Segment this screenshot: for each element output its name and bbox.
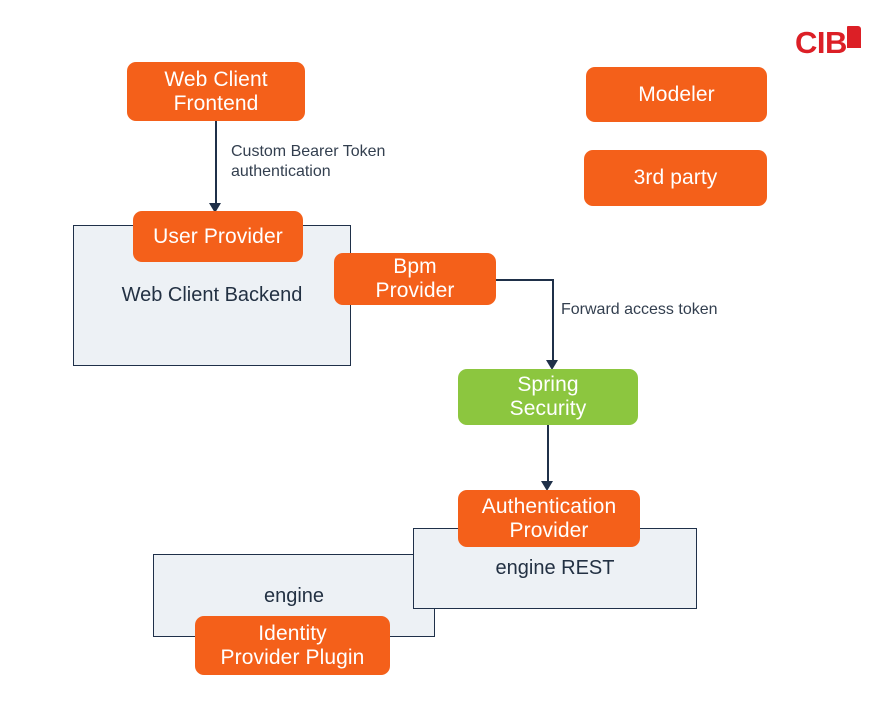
container-web-client-backend-label: Web Client Backend <box>121 284 303 306</box>
container-engine-label: engine <box>263 585 325 607</box>
edge-bpm-to-spring-vertical <box>552 279 554 364</box>
edge-frontend-to-user-provider <box>215 121 217 205</box>
node-authentication-provider[interactable]: Authentication Provider <box>458 490 640 547</box>
cib-logo-text: CIB <box>795 25 847 60</box>
node-identity-provider-plugin-label: Identity Provider Plugin <box>220 621 365 669</box>
node-web-client-frontend[interactable]: Web Client Frontend <box>127 62 305 121</box>
arrowhead-frontend-to-user-provider <box>209 203 221 213</box>
node-authentication-provider-label: Authentication Provider <box>481 494 617 542</box>
node-web-client-frontend-label: Web Client Frontend <box>164 67 268 115</box>
node-third-party-label: 3rd party <box>633 166 718 190</box>
node-modeler[interactable]: Modeler <box>586 67 767 122</box>
cib-logo-flag-icon <box>847 26 861 48</box>
node-identity-provider-plugin[interactable]: Identity Provider Plugin <box>195 616 390 675</box>
edge-label-custom-bearer-token: Custom Bearer Token authentication <box>231 143 386 181</box>
node-spring-security[interactable]: Spring Security <box>458 369 638 425</box>
arrowhead-spring-to-auth-provider <box>541 481 553 491</box>
node-spring-security-label: Spring Security <box>509 373 587 420</box>
node-bpm-provider[interactable]: Bpm Provider <box>334 253 496 305</box>
node-bpm-provider-label: Bpm Provider <box>375 255 455 302</box>
edge-spring-to-auth-provider <box>547 425 549 485</box>
container-engine-rest-label: engine REST <box>495 557 615 579</box>
node-user-provider[interactable]: User Provider <box>133 211 303 262</box>
node-third-party[interactable]: 3rd party <box>584 150 767 206</box>
node-user-provider-label: User Provider <box>153 224 283 248</box>
edge-bpm-to-spring-horizontal <box>496 279 554 281</box>
node-modeler-label: Modeler <box>638 82 715 106</box>
edge-label-forward-access-token: Forward access token <box>561 301 718 318</box>
arrowhead-bpm-to-spring <box>546 360 558 370</box>
cib-logo: CIB <box>795 26 863 60</box>
